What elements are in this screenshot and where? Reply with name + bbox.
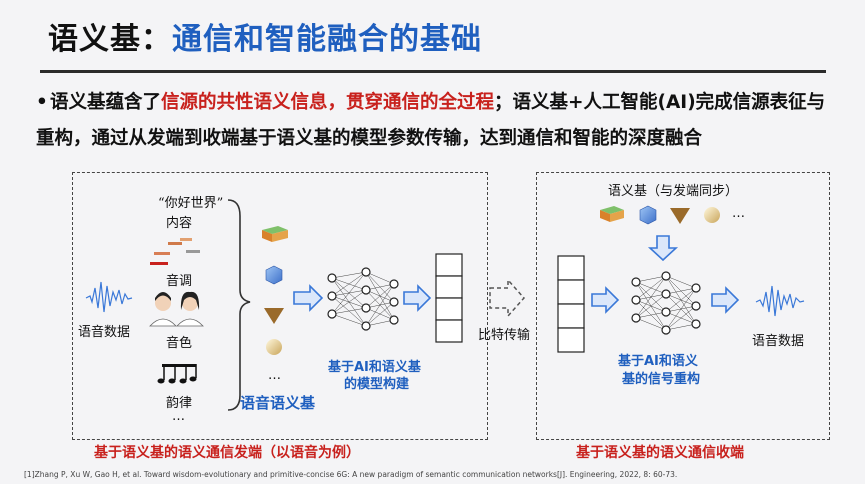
model-build-label-1: 基于AI和语义基 <box>328 360 421 375</box>
cone-icon <box>670 208 690 224</box>
hexagon-icon <box>639 205 657 225</box>
sender-box <box>72 172 488 440</box>
model-build-label-2: 的模型构建 <box>344 377 410 392</box>
parameter-stack <box>435 253 463 343</box>
sender-speech-data-label: 语音数据 <box>78 325 131 340</box>
bullet-lead: 语义基蕴含了 <box>50 92 162 113</box>
bit-transfer-label: 比特传输 <box>478 328 531 343</box>
rhythm-label: 韵律 <box>166 396 193 411</box>
bullet-highlight: 信源的共性语义信息，贯穿通信的全过程 <box>161 92 495 113</box>
arrow-right-icon <box>403 284 432 312</box>
sphere-icon <box>704 207 720 223</box>
brace <box>227 199 251 411</box>
sender-ellipsis-base: … <box>268 368 281 383</box>
title-divider <box>40 70 826 73</box>
receiver-box <box>536 172 830 440</box>
sender-ellipsis-left: … <box>172 409 185 424</box>
recon-label-2: 基的信号重构 <box>622 372 701 387</box>
sphere-icon <box>266 339 282 355</box>
slide-title: 语义基：通信和智能融合的基础 <box>48 14 482 58</box>
title-part1: 语义基： <box>48 22 172 57</box>
neural-network-icon <box>631 271 701 335</box>
tone-label: 音调 <box>166 274 193 289</box>
receiver-ellipsis: … <box>732 206 745 221</box>
arrow-down-icon <box>647 235 679 262</box>
bullet-dot: • <box>36 92 48 113</box>
cone-icon <box>264 308 284 324</box>
hexagon-icon <box>265 265 283 285</box>
sync-label: 语义基（与发端同步） <box>608 184 739 199</box>
hello-world-label: “你好世界” <box>158 196 224 211</box>
arrow-right-icon <box>293 284 324 312</box>
tone-bars-icon <box>150 238 200 265</box>
timbre-label: 音色 <box>166 336 193 351</box>
waveform-icon <box>755 285 805 317</box>
title-part2: 通信和智能融合的基础 <box>172 22 482 57</box>
bullet-tail: ；语义基+人工智能(AI)完成信源表征与重构，通过从发端到收端基于语义基的模型参… <box>36 92 826 149</box>
receiver-caption: 基于语义基的语义通信收端 <box>576 445 744 461</box>
waveform-icon <box>85 281 133 313</box>
footnote: [1]Zhang P, Xu W, Gao H, et al. Toward w… <box>24 470 678 479</box>
people-icon <box>149 291 204 327</box>
arrow-right-icon <box>711 286 740 314</box>
receiver-speech-data-label: 语音数据 <box>752 334 805 349</box>
cube-icon <box>600 206 624 222</box>
bullet-text: •语义基蕴含了信源的共性语义信息，贯穿通信的全过程；语义基+人工智能(AI)完成… <box>36 85 836 157</box>
parameter-stack-received <box>557 255 585 353</box>
dashed-arrow-icon <box>489 278 526 318</box>
content-label: 内容 <box>166 216 193 231</box>
music-notes-icon <box>157 364 197 384</box>
sender-caption: 基于语义基的语义通信发端（以语音为例） <box>94 445 360 461</box>
neural-network-icon <box>327 267 399 331</box>
recon-label-1: 基于AI和语义 <box>618 354 698 369</box>
arrow-right-icon <box>591 286 620 314</box>
cube-icon <box>262 226 288 242</box>
speech-semantic-base-label: 语音语义基 <box>240 394 316 412</box>
